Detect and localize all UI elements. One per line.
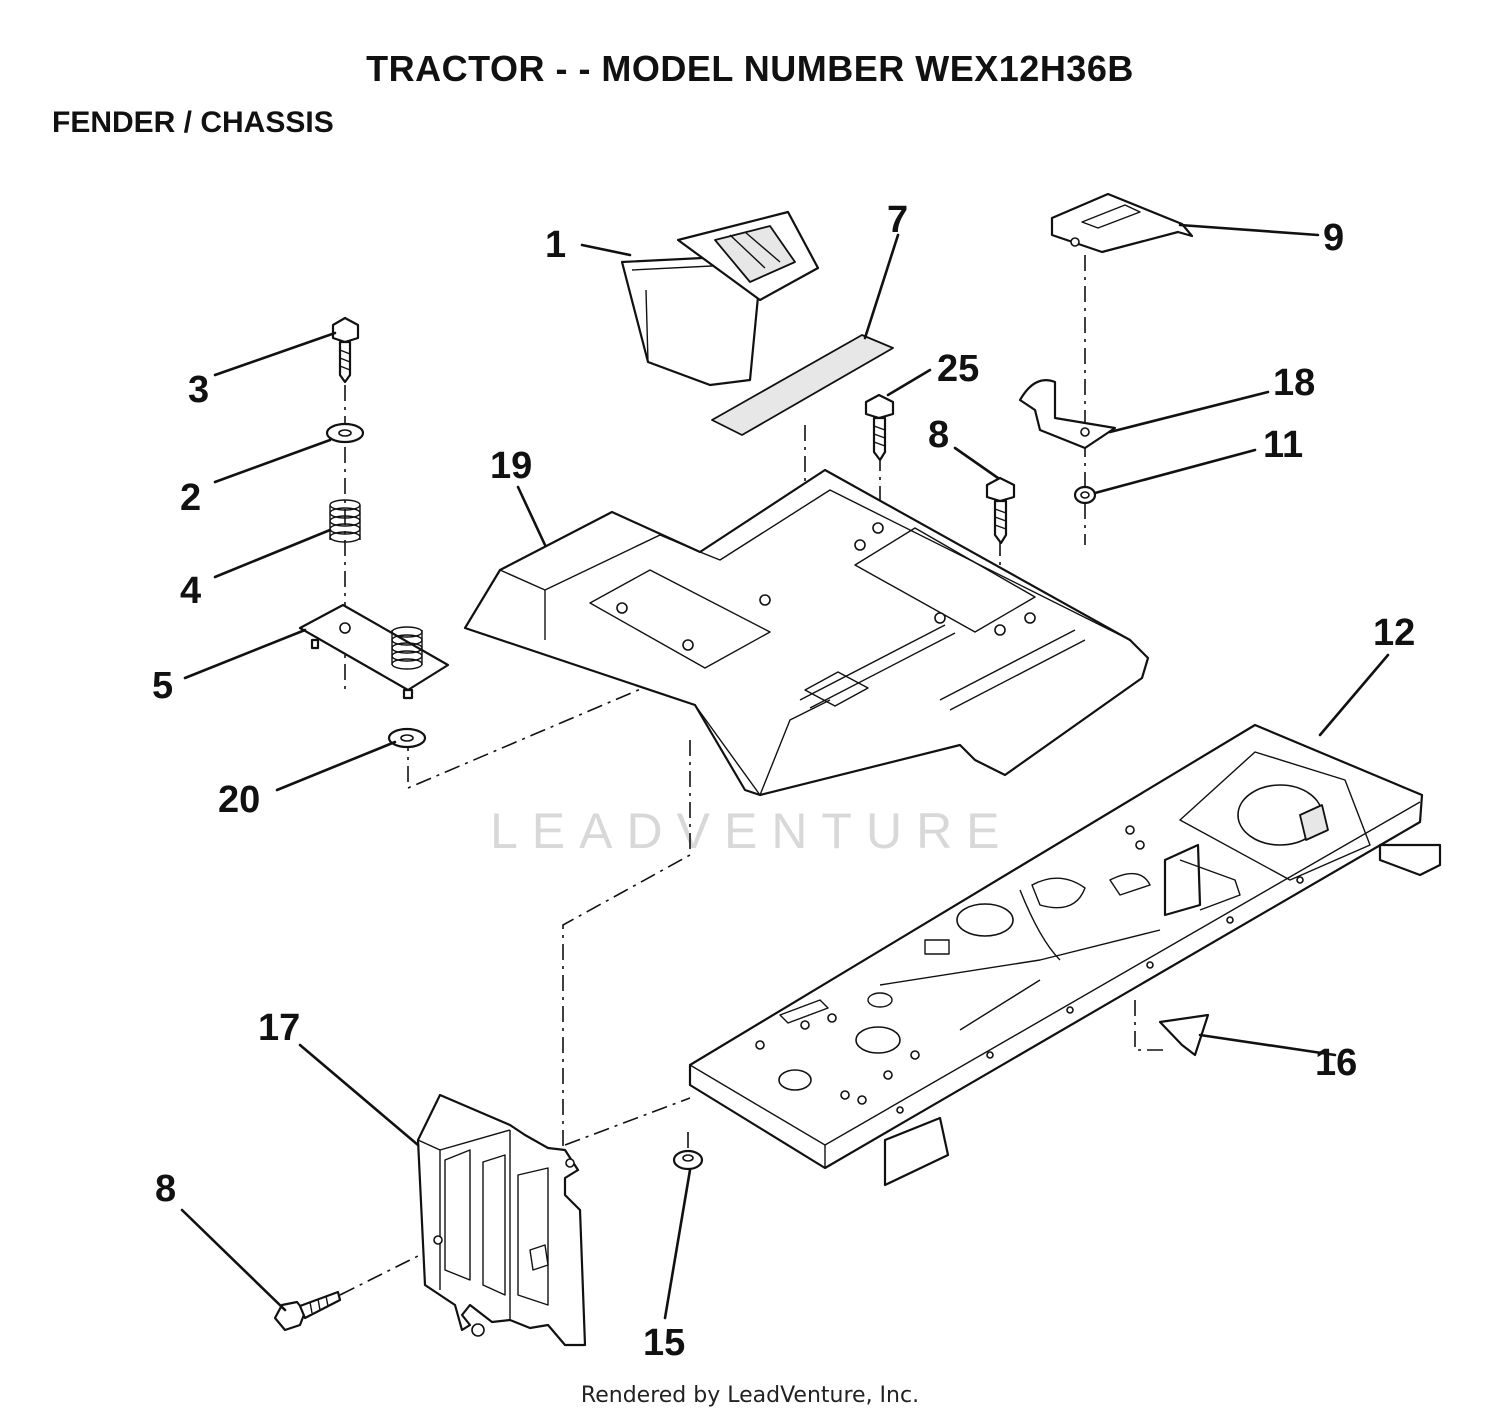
callout-17: 17 (258, 1007, 300, 1049)
part-16-tab (1158, 1013, 1210, 1057)
part-15-nut (672, 1149, 704, 1171)
watermark: LEADVENTURE (490, 647, 1014, 859)
part-5-spring-plate (298, 603, 450, 700)
part-19-fender (463, 468, 1150, 797)
callout-8-lower: 8 (155, 1168, 176, 1210)
callout-4: 4 (180, 570, 201, 612)
footer-credit: Rendered by LeadVenture, Inc. (580, 1383, 920, 1408)
callout-19: 19 (490, 445, 532, 487)
callout-18: 18 (1273, 362, 1315, 404)
part-7-decal (711, 334, 894, 436)
section-title: FENDER / CHASSIS (52, 106, 334, 139)
part-8-bolt-upper (985, 476, 1016, 545)
part-11-nut (1073, 485, 1097, 505)
part-4-spring (329, 499, 361, 543)
callout-2: 2 (180, 477, 201, 519)
callout-8-upper: 8 (928, 414, 949, 456)
callout-25: 25 (937, 348, 979, 390)
part-3-bolt (331, 316, 360, 384)
part-25-bolt (864, 393, 895, 462)
part-2-washer (325, 422, 365, 444)
callout-5: 5 (152, 665, 173, 707)
part-9-lever-cover (1050, 192, 1194, 254)
page-title: TRACTOR - - MODEL NUMBER WEX12H36B (366, 48, 1134, 89)
callout-16: 16 (1315, 1042, 1357, 1084)
callout-12: 12 (1373, 612, 1415, 654)
part-1-storage-tray (620, 210, 820, 387)
callout-3: 3 (188, 369, 209, 411)
watermark-text: LEADVENTURE (490, 803, 1014, 859)
leader-lines (180, 223, 1390, 1320)
callout-1: 1 (545, 224, 566, 266)
part-12-chassis-frame (688, 723, 1442, 1187)
callout-7: 7 (887, 199, 908, 241)
callout-15: 15 (643, 1322, 685, 1364)
part-20-washer (387, 727, 427, 749)
callout-11: 11 (1263, 424, 1303, 466)
callout-labels: 1 7 9 3 25 18 8 11 2 19 4 5 12 20 16 17 … (152, 199, 1415, 1364)
callout-9: 9 (1323, 217, 1344, 259)
part-17-front-plate (416, 1093, 587, 1347)
callout-20: 20 (218, 779, 260, 821)
part-18-bracket (1018, 379, 1117, 450)
